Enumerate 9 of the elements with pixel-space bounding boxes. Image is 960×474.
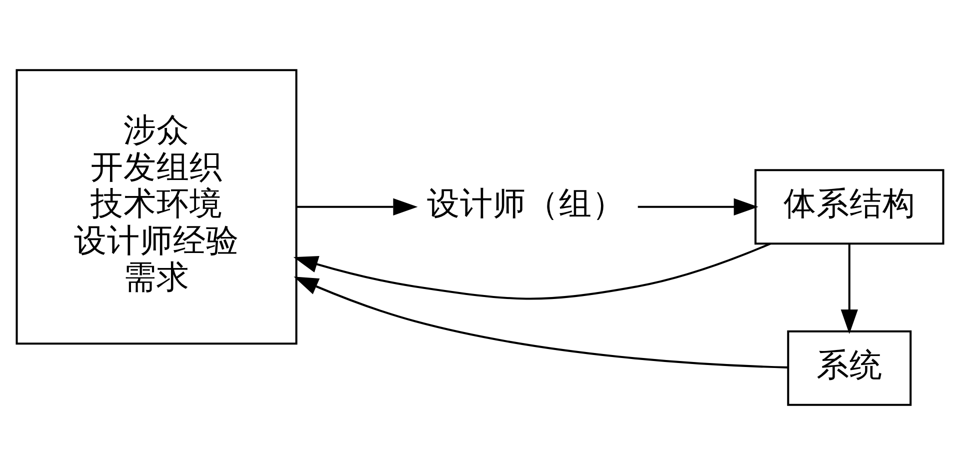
node-box: 系统 xyxy=(787,330,912,406)
arrow xyxy=(296,198,418,215)
arrow xyxy=(293,242,771,300)
arrow xyxy=(638,198,758,215)
node-box: 涉众 开发组织 技术环境 设计师经验 需求 xyxy=(16,68,298,344)
arrow xyxy=(840,243,858,334)
arrow xyxy=(294,276,788,368)
node-box: 体系结构 xyxy=(754,168,944,244)
node-text: 设计师（组） xyxy=(426,184,625,222)
